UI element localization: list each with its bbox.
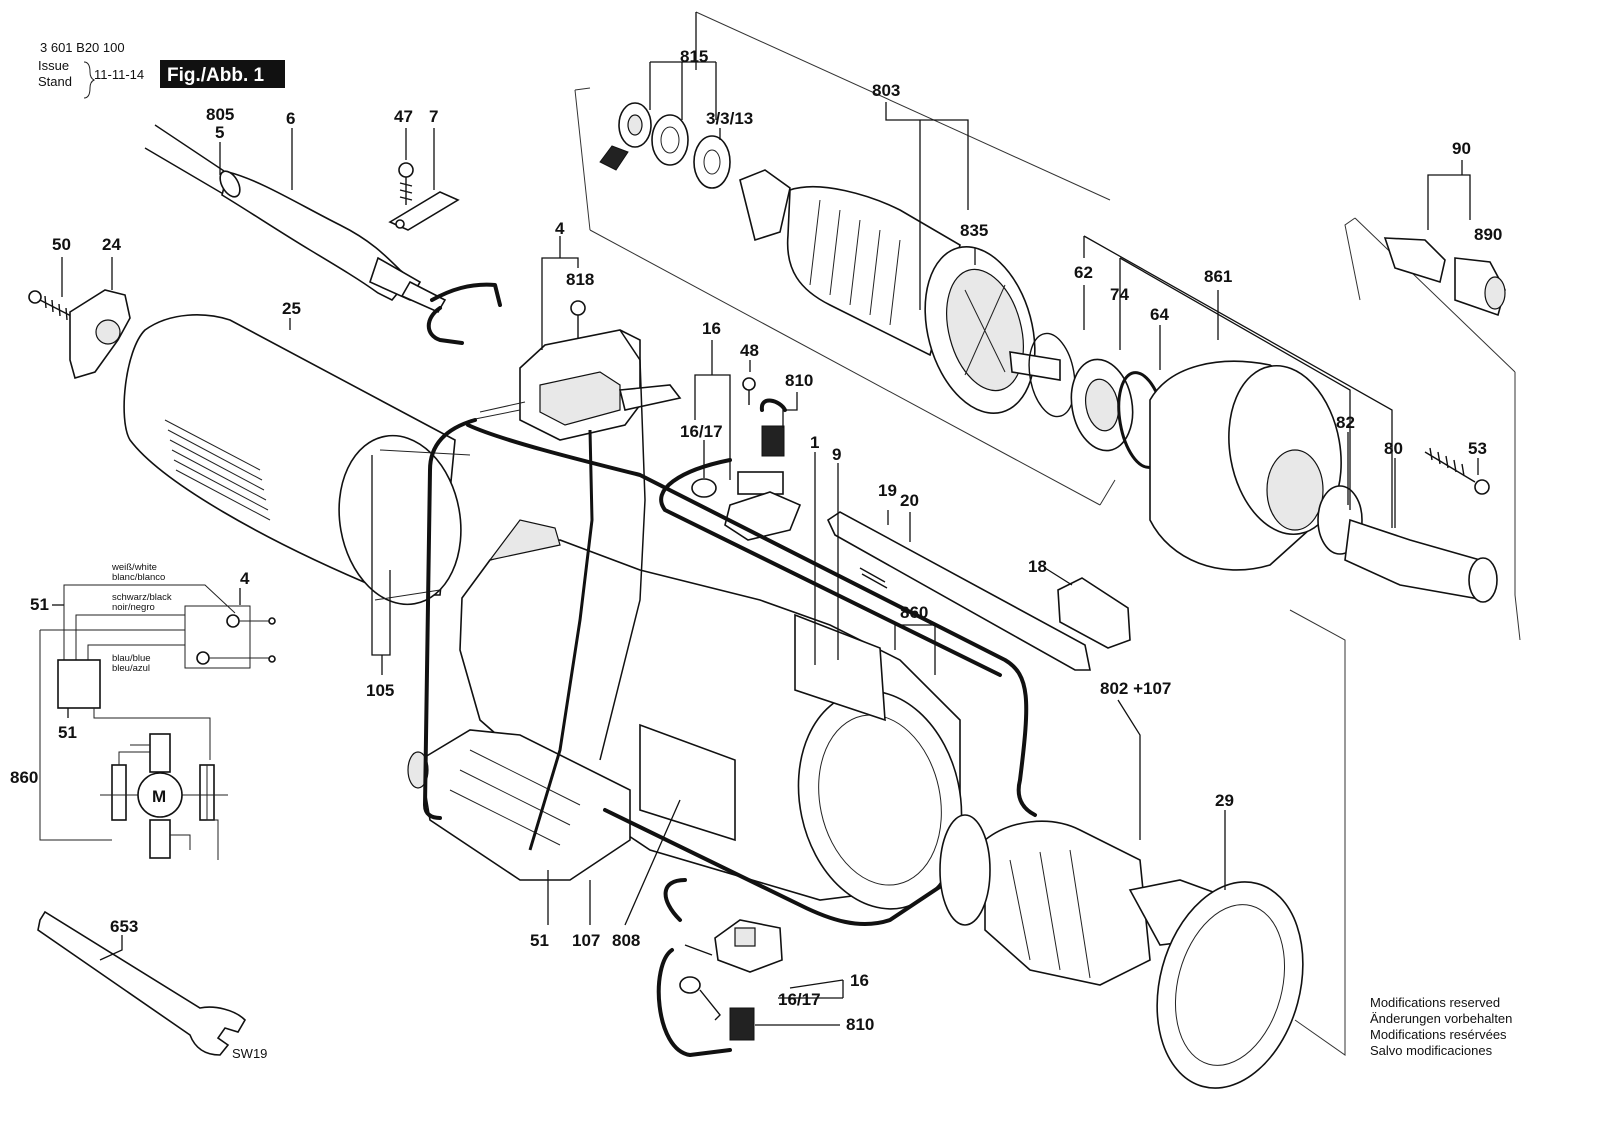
switch-assembly [469,300,682,441]
part-label: 815 [680,47,708,66]
part-label: 16 [850,971,869,990]
part-label: 653 [110,917,138,936]
part-label: 62 [1074,263,1093,282]
part-label: 29 [1215,791,1234,810]
part-label: 105 [366,681,394,700]
slide-switch [826,511,1131,671]
spindle [1344,518,1498,603]
part-label: 20 [900,491,919,510]
part-label: 16/17 [778,990,821,1009]
part-label: 803 [872,81,900,100]
part-label: 6 [286,109,295,128]
figure-label: Fig./Abb. 1 [167,65,265,86]
wiring-schematic: M weiß/white blanc/blanco schwarz/black … [39,562,276,860]
wire-label-black-1: schwarz/black [112,592,172,603]
part-label: 18 [1028,557,1047,576]
stand-label: Stand [38,74,72,89]
leader-lines [52,12,1479,1026]
part-label: 4 [555,219,565,238]
header-block: 3 601 B20 100 Issue Stand 11-11-14 Fig./… [38,40,285,99]
cable-clamp-screw [388,162,460,231]
part-label: 16/17 [680,422,723,441]
part-label: 4 [240,569,250,588]
wire-label-white-2: blanc/blanco [112,572,165,583]
wrench [37,910,247,1056]
internal-wiring [423,329,1037,927]
part-label: 9 [832,445,841,464]
brush-holder-upper [691,377,802,541]
notice-line: Modifications reserved [1370,995,1500,1010]
brush-holder-lower [656,878,783,1057]
part-label: 48 [740,341,759,360]
screw-53 [1424,447,1490,495]
rear-knob [28,289,131,380]
part-label: 808 [612,931,640,950]
part-label: 16 [702,319,721,338]
part-label: 24 [102,235,121,254]
bearings-815 [599,102,731,189]
part-label: 3/3/13 [706,109,753,128]
part-label: 51 [530,931,549,950]
part-label: 5 [215,123,224,142]
part-label: 74 [1110,285,1129,304]
main-housing [459,519,963,910]
part-label: 53 [1468,439,1487,458]
part-labels: 815 803 3/3/13 805 5 6 47 7 90 890 835 5… [10,47,1502,1061]
part-label: 818 [566,270,594,289]
part-label: 805 [206,105,234,124]
part-label: 47 [394,107,413,126]
assembly-frame-lines [574,11,1521,1056]
part-label: 90 [1452,139,1471,158]
gear-head-housing [1149,360,1363,571]
notice-line: Änderungen vorbehalten [1370,1011,1512,1026]
wire-label-blue-2: bleu/azul [112,663,150,674]
part-label: 890 [1474,225,1502,244]
part-label: 107 [572,931,600,950]
part-label: 835 [960,221,988,240]
part-label: 64 [1150,305,1169,324]
part-label: 802 +107 [1100,679,1171,698]
part-label: 50 [52,235,71,254]
part-label: 82 [1336,413,1355,432]
issue-date: 11-11-14 [94,67,144,82]
part-label: 80 [1384,439,1403,458]
notice-line: Salvo modificaciones [1370,1043,1493,1058]
part-label: 861 [1204,267,1232,286]
power-cable [144,124,502,345]
part-label: 19 [878,481,897,500]
figure-label-box [160,60,285,88]
part-label: 1 [810,433,819,452]
collet [1383,237,1506,317]
document-number: 3 601 B20 100 [40,40,125,55]
motor-symbol: M [152,787,166,806]
modifications-notice: Modifications reserved Änderungen vorbeh… [1370,995,1512,1058]
handle-electronics [407,729,631,881]
part-label: 860 [900,603,928,622]
armature [739,169,1061,414]
part-label: 51 [58,723,77,742]
field-assembly [939,814,1304,1089]
bracket-brace [83,61,96,99]
part-label: 860 [10,768,38,787]
wrench-size-label: SW19 [232,1046,267,1061]
part-label: 51 [30,595,49,614]
wire-label-white-1: weiß/white [111,562,157,573]
motor-housing [123,314,471,606]
wire-label-blue-1: blau/blue [112,653,151,664]
part-label: 25 [282,299,301,318]
part-label: 810 [846,1015,874,1034]
part-label: 810 [785,371,813,390]
notice-line: Modifications resérvées [1370,1027,1507,1042]
issue-label: Issue [38,58,69,73]
wire-label-black-2: noir/negro [112,602,155,613]
part-label: 7 [429,107,438,126]
